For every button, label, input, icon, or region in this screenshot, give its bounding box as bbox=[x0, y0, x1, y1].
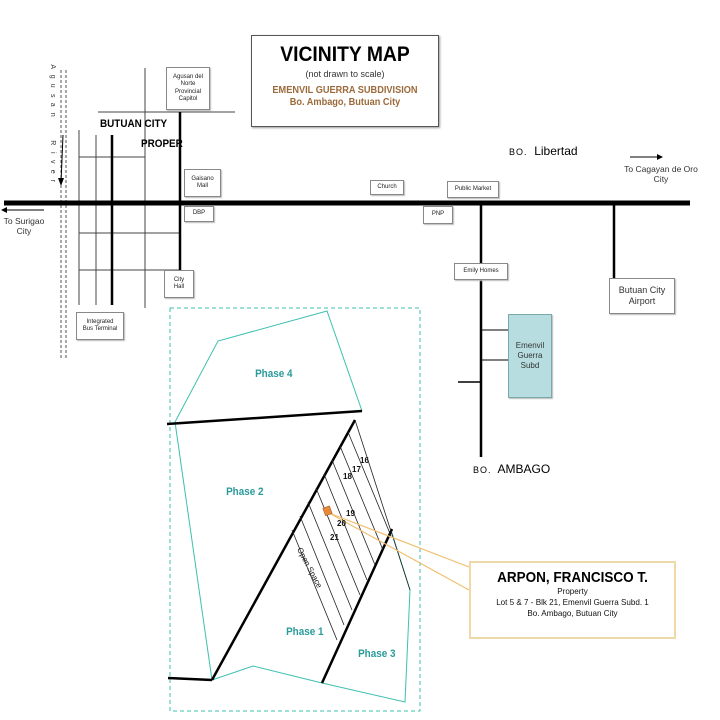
ambago-prefix: BO. bbox=[473, 465, 492, 475]
to-surigao-line1: To Surigao bbox=[3, 216, 45, 226]
river-label-letter bbox=[47, 128, 57, 138]
to-surigao-label: To Surigao City bbox=[2, 216, 46, 237]
river-label-letter: s bbox=[48, 93, 56, 98]
landmark-church[interactable]: Church bbox=[370, 180, 404, 195]
river-label-letter: i bbox=[48, 151, 56, 154]
capitol-line1: Agusan del bbox=[172, 73, 204, 80]
river-label-letter: r bbox=[48, 179, 56, 182]
title-box: VICINITY MAP (not drawn to scale) EMENVI… bbox=[251, 35, 439, 127]
phase2-boundary-west bbox=[174, 421, 213, 681]
landmark-city-hall[interactable]: City Hall bbox=[164, 270, 194, 298]
river-label-letter: R bbox=[48, 140, 56, 146]
river-label-letter: a bbox=[48, 102, 56, 107]
map-title: VICINITY MAP bbox=[280, 43, 410, 66]
landmark-bus-terminal[interactable]: Integrated Bus Terminal bbox=[76, 312, 124, 340]
to-cagayan-label: To Cagayan de Oro City bbox=[624, 164, 698, 185]
public-market-label: Public Market bbox=[454, 185, 492, 192]
owner-name: ARPON, FRANCISCO T. bbox=[497, 569, 648, 586]
river-label-letter: e bbox=[48, 169, 56, 174]
phase-2-label: Phase 2 bbox=[226, 486, 264, 498]
city-hall-line2: Hall bbox=[173, 284, 185, 290]
lot-20: 20 bbox=[337, 519, 346, 528]
to-surigao-line2: City bbox=[16, 225, 32, 236]
emily-homes-label: Emily Homes bbox=[463, 267, 499, 274]
landmark-capitol[interactable]: Agusan del Norte Provincial Capitol bbox=[166, 67, 210, 110]
property-address: Bo. Ambago, Butuan City bbox=[527, 608, 618, 619]
subdivision-location: Bo. Ambago, Butuan City bbox=[289, 97, 401, 108]
site-plan-frame bbox=[169, 307, 421, 712]
lot-lines bbox=[291, 419, 411, 641]
capitol-line2: Norte bbox=[180, 81, 196, 87]
phase-4-label: Phase 4 bbox=[255, 368, 293, 380]
river-flow-arrow bbox=[60, 134, 64, 184]
landmark-pnp[interactable]: PNP bbox=[423, 206, 453, 224]
lot-17: 17 bbox=[352, 465, 361, 474]
property-callout: ARPON, FRANCISCO T. Property Lot 5 & 7 -… bbox=[469, 561, 676, 639]
dbp-label: DBP bbox=[192, 210, 206, 217]
city-hall-line1: City bbox=[173, 276, 185, 283]
gaisano-line2: Mall bbox=[196, 183, 208, 189]
road-south-entrance bbox=[167, 676, 213, 682]
church-label: Church bbox=[377, 183, 397, 190]
river-label-letter: v bbox=[48, 160, 56, 164]
landmark-dbp[interactable]: DBP bbox=[184, 206, 214, 222]
river-label-letter: n bbox=[48, 112, 56, 117]
callout-leader-bottom bbox=[328, 512, 470, 591]
label-proper: PROPER bbox=[141, 138, 183, 150]
lot-21: 21 bbox=[330, 533, 339, 542]
capitol-line4: Capitol bbox=[178, 96, 198, 102]
libertad-prefix: BO. bbox=[509, 147, 528, 157]
landmark-gaisano-mall[interactable]: Gaisano Mall bbox=[184, 169, 221, 197]
label-ambago: BO. AMBAGO bbox=[473, 462, 551, 477]
label-libertad: BO. Libertad bbox=[509, 144, 578, 159]
river-label-letter: A bbox=[48, 64, 56, 70]
river-label-letter: u bbox=[48, 83, 56, 88]
lot-19: 19 bbox=[346, 509, 355, 518]
libertad-name: Libertad bbox=[534, 144, 578, 158]
subdivision-name: EMENVIL GUERRA SUBDIVISION bbox=[272, 85, 418, 96]
airport-line2: Airport bbox=[628, 296, 656, 306]
emenvil-line3: Subd bbox=[520, 361, 540, 370]
river-label-letter: g bbox=[48, 74, 56, 79]
lot-16: 16 bbox=[360, 456, 369, 465]
label-butuan-city: BUTUAN CITY bbox=[100, 118, 168, 130]
phase4-boundary bbox=[174, 310, 363, 423]
road-phase4-phase2 bbox=[166, 409, 363, 426]
surigao-arrowhead bbox=[1, 207, 7, 213]
scale-note: (not drawn to scale) bbox=[305, 69, 385, 79]
to-cagayan-line2: City bbox=[653, 173, 669, 184]
to-cagayan-line1: To Cagayan de Oro bbox=[624, 164, 698, 174]
landmark-emily-homes[interactable]: Emily Homes bbox=[454, 263, 508, 280]
landmark-emenvil-subd[interactable]: Emenvil Guerra Subd bbox=[508, 314, 552, 398]
bus-terminal-line2: Bus Terminal bbox=[82, 326, 118, 332]
bus-terminal-line1: Integrated bbox=[86, 318, 114, 325]
emenvil-line1: Emenvil bbox=[515, 341, 545, 350]
lot-18: 18 bbox=[343, 472, 352, 481]
capitol-line3: Provincial bbox=[174, 88, 201, 95]
road-phase1-phase3 bbox=[320, 528, 394, 684]
property-lot: Lot 5 & 7 - Blk 21, Emenvil Guerra Subd.… bbox=[496, 597, 649, 608]
landmark-public-market[interactable]: Public Market bbox=[447, 181, 499, 198]
river-label-letter bbox=[47, 119, 57, 129]
river-flow-arrowhead bbox=[58, 178, 64, 186]
property-marker[interactable] bbox=[322, 505, 333, 517]
callout-leader-top bbox=[328, 512, 470, 568]
landmark-airport[interactable]: Butuan City Airport bbox=[609, 278, 675, 314]
phase-1-label: Phase 1 bbox=[286, 626, 324, 638]
phase-3-label: Phase 3 bbox=[358, 648, 396, 660]
city-street-grid bbox=[78, 68, 235, 308]
airport-line1: Butuan City bbox=[618, 284, 666, 295]
gaisano-line1: Gaisano bbox=[191, 175, 214, 182]
pnp-label: PNP bbox=[431, 211, 445, 218]
ambago-name: AMBAGO bbox=[497, 462, 551, 476]
road-phase2-phase1 bbox=[210, 419, 357, 681]
emenvil-line2: Guerra bbox=[517, 351, 543, 360]
property-type: Property bbox=[557, 586, 588, 596]
cagayan-arrowhead bbox=[657, 154, 663, 160]
